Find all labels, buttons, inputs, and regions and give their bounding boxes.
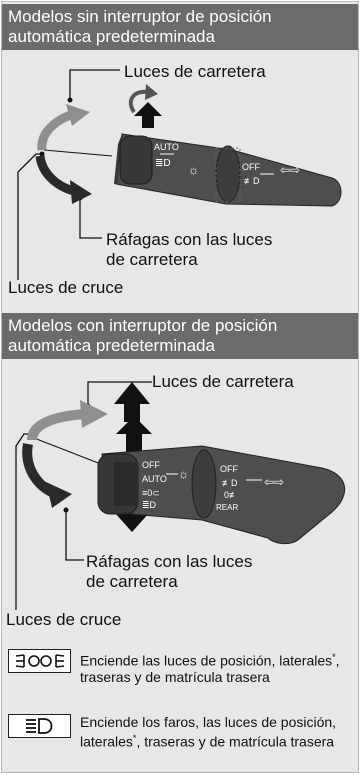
section2-label-flash-line2: de carretera [86, 572, 178, 591]
section2-label-high-beam: Luces de carretera [152, 372, 294, 391]
section2-label-flash-line1: Ráfagas con las luces [86, 552, 253, 571]
lever2-mark-off2: OFF [220, 464, 238, 474]
svg-text:☼: ☼ [178, 467, 189, 481]
svg-text:≣D: ≣D [155, 158, 171, 169]
svg-text:☼: ☼ [188, 163, 199, 177]
section1-label-high-beam: Luces de carretera [124, 62, 266, 81]
lever1-mark-off: OFF [242, 162, 260, 172]
lever2-mark-off: OFF [142, 460, 160, 470]
svg-text:≢D: ≢D [244, 176, 260, 186]
lever1-mark-auto: AUTO [154, 142, 179, 152]
section2-figure: OFF AUTO ≡0⊂ ≣D ☼ OFF ≢D 0≢ REAR ⇦⇨ Luce… [2, 362, 358, 640]
section2-title: Modelos con interruptor de posición auto… [2, 313, 358, 359]
svg-text:0≢: 0≢ [224, 490, 238, 500]
legend-text-position-lights: Enciende las luces de posición, laterale… [80, 652, 340, 685]
section2-label-low-beam: Luces de cruce [6, 610, 122, 629]
svg-text:≢D: ≢D [222, 478, 238, 488]
svg-text:≡0⊂: ≡0⊂ [142, 488, 160, 498]
position-lights-icon [8, 649, 71, 673]
section1-title: Modelos sin interruptor de posición auto… [2, 4, 358, 50]
section1-label-flash-line1: Ráfagas con las luces [106, 230, 273, 249]
svg-text:⇦⇨: ⇦⇨ [264, 475, 284, 489]
legend-text-headlights: Enciende los faros, las luces de posició… [80, 714, 337, 750]
section1-label-flash-line2: de carretera [106, 250, 198, 269]
svg-text:≣D: ≣D [142, 500, 157, 510]
svg-text:⇦⇨: ⇦⇨ [280, 163, 300, 177]
section1-figure: AUTO ≣D ☼ OFF ≢D ⇦⇨ Luces de carretera R… [2, 52, 358, 302]
lever2-mark-auto: AUTO [142, 474, 167, 484]
headlight-icon [8, 714, 71, 738]
lever-diagram-1: AUTO ≣D ☼ OFF ≢D ⇦⇨ [17, 69, 342, 280]
section1-label-low-beam: Luces de cruce [8, 278, 124, 297]
lever-diagram-2: OFF AUTO ≡0⊂ ≣D ☼ OFF ≢D 0≢ REAR ⇦⇨ [15, 381, 346, 610]
lever2-mark-rear: REAR [216, 503, 238, 512]
